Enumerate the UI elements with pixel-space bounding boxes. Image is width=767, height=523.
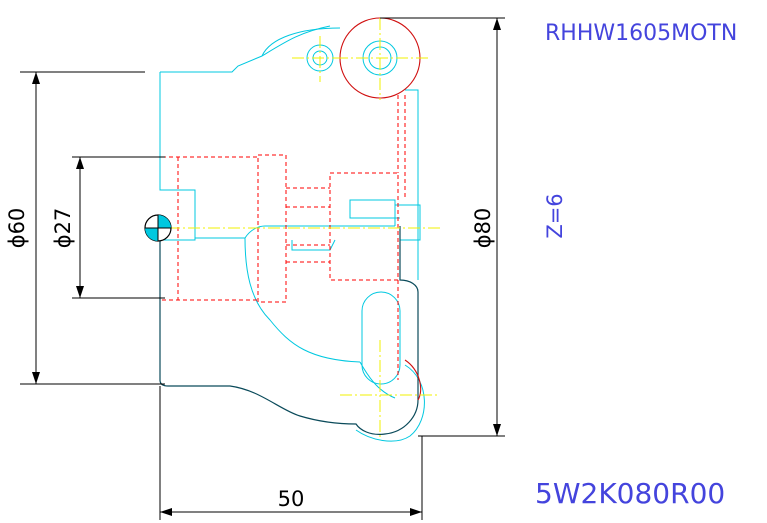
body-outline xyxy=(159,25,425,442)
dimension-lines xyxy=(20,17,505,520)
profile-outline xyxy=(159,226,419,435)
part-code-text: 5W2K080R00 xyxy=(535,477,725,510)
center-lines xyxy=(168,18,440,440)
teeth-count-text: Z=6 xyxy=(543,193,567,238)
dim-dia-bore-label: ϕ27 xyxy=(51,208,75,249)
dim-dia-outer-label: ϕ80 xyxy=(471,208,495,249)
dim-dia-hub-label: ϕ60 xyxy=(5,208,29,249)
datum-marker xyxy=(144,214,172,242)
model-code-text: RHHW1605MOTN xyxy=(545,21,737,46)
dimension-arrows xyxy=(32,18,501,516)
dim-width-label: 50 xyxy=(278,487,305,511)
